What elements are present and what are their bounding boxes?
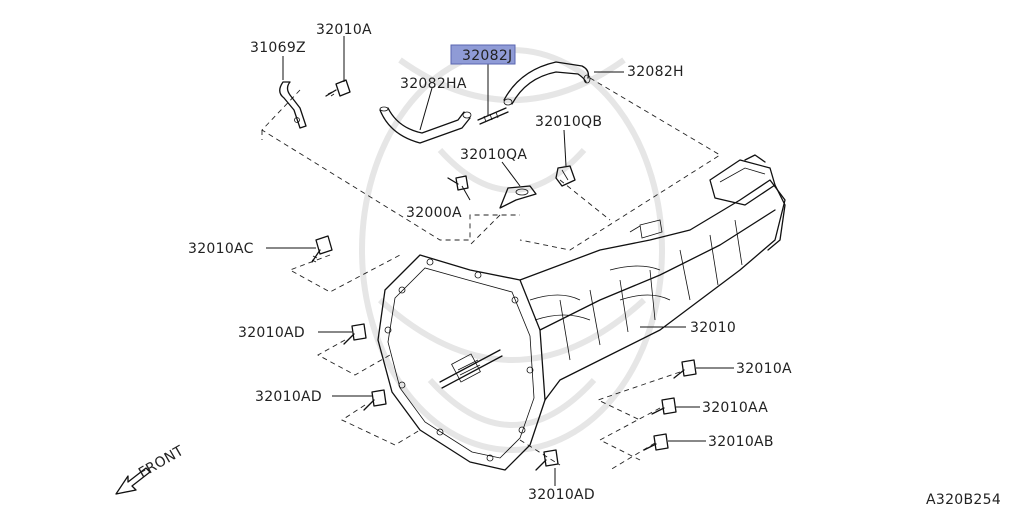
callout-32082ha[interactable]: 32082HA [400, 76, 467, 92]
callout-32010[interactable]: 32010 [690, 320, 736, 336]
callout-32010ad-1[interactable]: 32010AD [238, 325, 305, 341]
callout-32010a-right[interactable]: 32010A [736, 361, 792, 377]
clip-32010qa [499, 185, 537, 209]
bolt-32010ab [643, 433, 669, 451]
callout-32010ad-2[interactable]: 32010AD [255, 389, 322, 405]
callout-32082h[interactable]: 32082H [627, 64, 684, 80]
bolt-32000a [447, 175, 469, 191]
bolt-32010ac [311, 235, 333, 263]
callout-32010qb[interactable]: 32010QB [535, 114, 602, 130]
callout-32010aa[interactable]: 32010AA [702, 400, 768, 416]
hose-32082h [503, 61, 591, 106]
front-label: FRONT [136, 443, 187, 482]
callout-32000a[interactable]: 32000A [406, 205, 462, 221]
transmission-assembly-32010 [377, 154, 786, 471]
bolt-32010a-right [673, 359, 697, 379]
callouts: 31069Z 32010A 32082J 32082HA 32082H 3201… [188, 22, 792, 503]
callout-32010ab[interactable]: 32010AB [708, 434, 774, 450]
front-arrow: FRONT [115, 443, 187, 495]
bolt-32010ad-1 [343, 323, 367, 345]
watermark-emblem [359, 47, 665, 453]
bolt-32010a-top [325, 79, 351, 97]
leader-lines [266, 36, 734, 486]
bolt-32010ad-3 [535, 449, 559, 471]
clip-32010qb [555, 165, 576, 187]
assembly-guide-lines [261, 77, 721, 471]
callout-32010ac[interactable]: 32010AC [188, 241, 254, 257]
callout-32010qa[interactable]: 32010QA [460, 147, 527, 163]
callout-32010ad-3[interactable]: 32010AD [528, 487, 595, 503]
highlight-box-32082j [450, 44, 516, 65]
bolt-32010aa [651, 397, 677, 415]
hose-32082ha [379, 106, 472, 144]
callout-31069z[interactable]: 31069Z [250, 40, 306, 56]
callout-32082j[interactable]: 32082J [462, 48, 512, 64]
drawing-code: A320B254 [926, 492, 1001, 508]
bolt-32010ad-2 [363, 389, 387, 411]
breather-pipe-32082j [477, 107, 509, 125]
callout-32010a-top[interactable]: 32010A [316, 22, 372, 38]
bracket-31069z [279, 81, 307, 129]
